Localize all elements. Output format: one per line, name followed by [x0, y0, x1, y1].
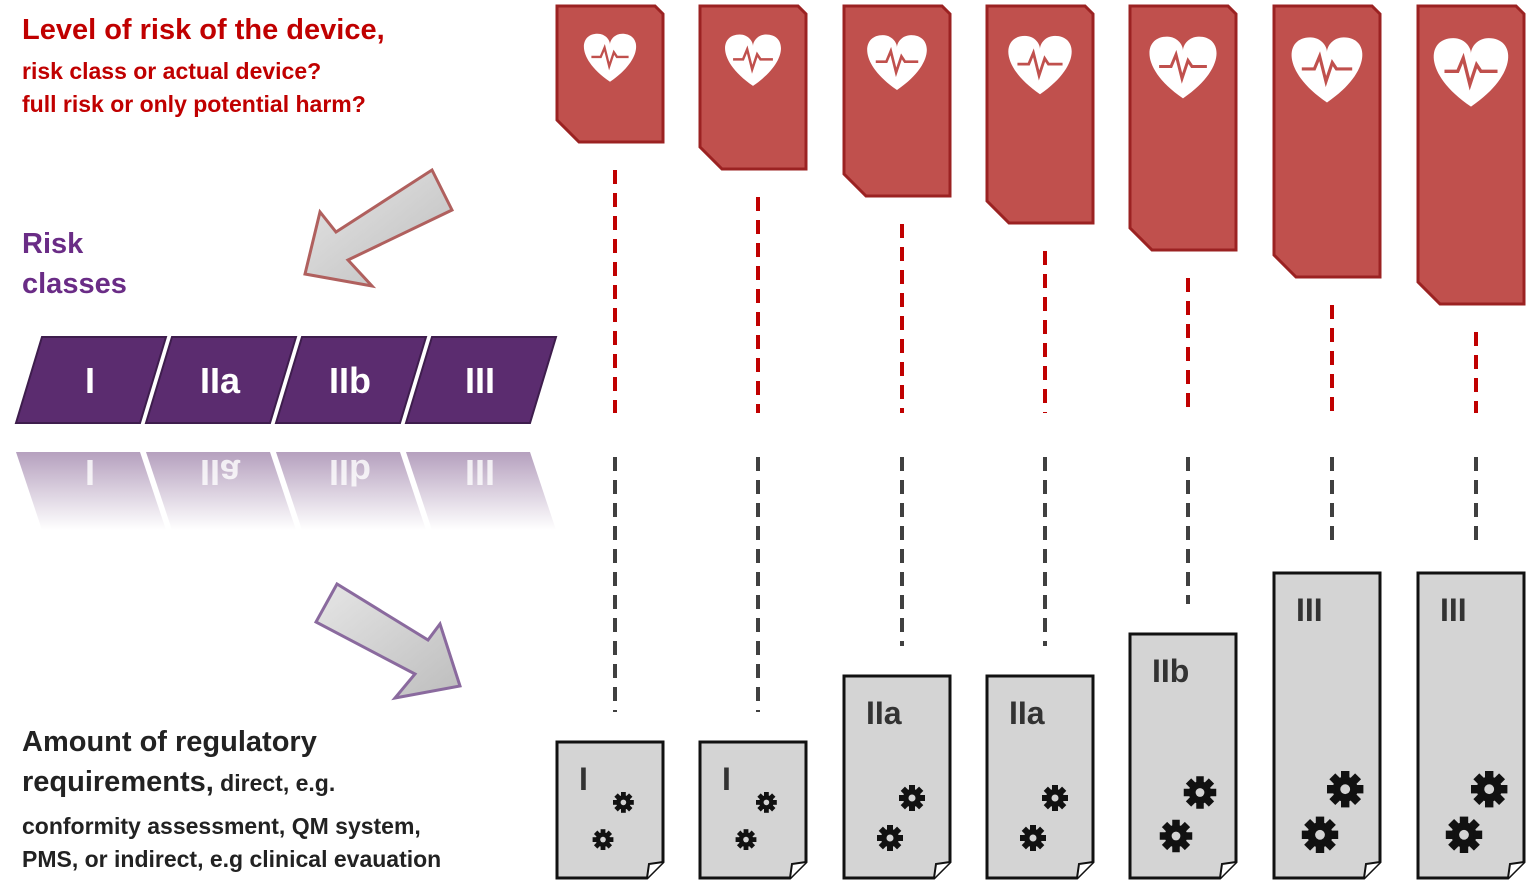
device-column: IIa — [985, 4, 1095, 880]
risk-card — [1272, 4, 1382, 279]
device-column: III — [1416, 4, 1526, 880]
risk-class-bar: I IIa IIb III — [14, 336, 558, 424]
document-fold — [1363, 861, 1381, 879]
diagram-subtitle-1: risk class or actual device? — [22, 58, 322, 84]
risk-class-segment — [274, 336, 428, 424]
risk-class-segment-reflection — [276, 452, 426, 530]
risk-class-label-reflection: I — [85, 452, 95, 493]
risk-class-label: I — [85, 360, 95, 401]
risk-class-label: IIa — [200, 360, 241, 401]
device-column: I — [698, 4, 808, 880]
requirements-label-detail: direct, e.g. — [213, 770, 336, 796]
risk-class-label-reflection: III — [465, 452, 495, 493]
requirement-class-label: IIb — [1152, 653, 1189, 689]
risk-classes-label-line1: Risk — [22, 228, 84, 260]
requirement-document — [698, 740, 808, 880]
document-fold — [646, 861, 664, 879]
device-columns: I I IIa IIa IIb III III — [555, 4, 1526, 880]
requirements-label-line3: conformity assessment, QM system, — [22, 813, 421, 839]
device-column: I — [555, 4, 665, 880]
heart-pulse-icon — [725, 34, 781, 86]
requirement-class-label: III — [1296, 592, 1323, 628]
document-fold — [933, 861, 951, 879]
risk-classes-label-line2: classes — [22, 268, 127, 300]
heart-pulse-icon — [1433, 38, 1509, 107]
heart-pulse-icon — [1008, 35, 1072, 95]
arrow-down-right-icon — [313, 581, 462, 701]
device-column: IIb — [1128, 4, 1238, 880]
heart-pulse-icon — [583, 33, 637, 82]
risk-card — [842, 4, 952, 198]
risk-card — [1128, 4, 1238, 252]
requirements-label-line4: PMS, or indirect, e.g clinical evauation — [22, 846, 442, 872]
requirement-document — [555, 740, 665, 880]
risk-card — [985, 4, 1095, 225]
risk-card — [698, 4, 808, 171]
requirement-class-label: I — [722, 761, 731, 797]
device-column: IIa — [842, 4, 952, 880]
document-fold — [1076, 861, 1094, 879]
requirement-class-label: IIa — [866, 695, 902, 731]
risk-class-segment-reflection — [406, 452, 556, 530]
risk-class-segment — [14, 336, 168, 424]
requirement-class-label: III — [1440, 592, 1467, 628]
heart-pulse-icon — [1291, 37, 1363, 103]
risk-class-segment — [144, 336, 298, 424]
document-fold — [1219, 861, 1237, 879]
diagram-subtitle-2: full risk or only potential harm? — [22, 91, 366, 117]
diagram-title: Level of risk of the device, — [22, 14, 385, 46]
requirements-label-line2: requirements, direct, e.g. — [22, 766, 335, 799]
requirements-label-line1: Amount of regulatory — [22, 726, 317, 758]
risk-class-bar-reflection: I IIa IIb III — [16, 452, 556, 530]
document-fold — [1507, 861, 1525, 879]
risk-class-label: IIb — [329, 360, 371, 401]
device-column: III — [1272, 4, 1382, 880]
heart-pulse-icon — [867, 35, 927, 91]
requirements-label-bold: requirements, — [22, 766, 214, 798]
requirement-class-label: IIa — [1009, 695, 1045, 731]
risk-class-label: III — [465, 360, 495, 401]
requirement-class-label: I — [579, 761, 588, 797]
risk-class-label-reflection: IIa — [200, 452, 241, 493]
risk-class-label-reflection: IIb — [329, 452, 371, 493]
risk-class-segment — [404, 336, 558, 424]
document-fold — [789, 861, 807, 879]
risk-class-segment-reflection — [146, 452, 296, 530]
risk-class-segment-reflection — [16, 452, 166, 530]
arrow-down-left-icon — [303, 167, 455, 289]
risk-card — [1416, 4, 1526, 306]
heart-pulse-icon — [1149, 36, 1217, 99]
